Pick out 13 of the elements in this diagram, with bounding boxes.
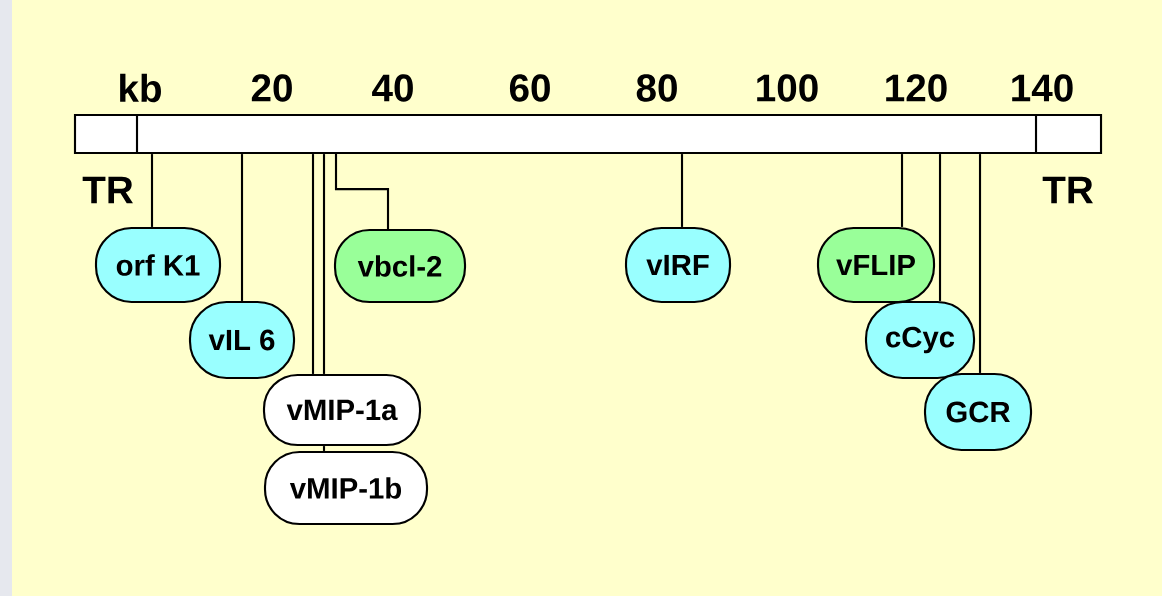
leader-line <box>938 154 942 301</box>
leader-line <box>311 154 315 374</box>
leader-line <box>240 154 244 301</box>
genome-bar <box>73 113 1103 155</box>
leader-line <box>680 154 684 227</box>
leader-line <box>334 154 390 229</box>
leader-line <box>900 154 904 227</box>
region-label: TR <box>1042 176 1093 204</box>
leader-line <box>322 446 326 451</box>
region-label: TR <box>82 176 133 204</box>
leader-line <box>150 154 154 227</box>
leader-line <box>322 154 326 374</box>
leader-line <box>978 154 982 373</box>
